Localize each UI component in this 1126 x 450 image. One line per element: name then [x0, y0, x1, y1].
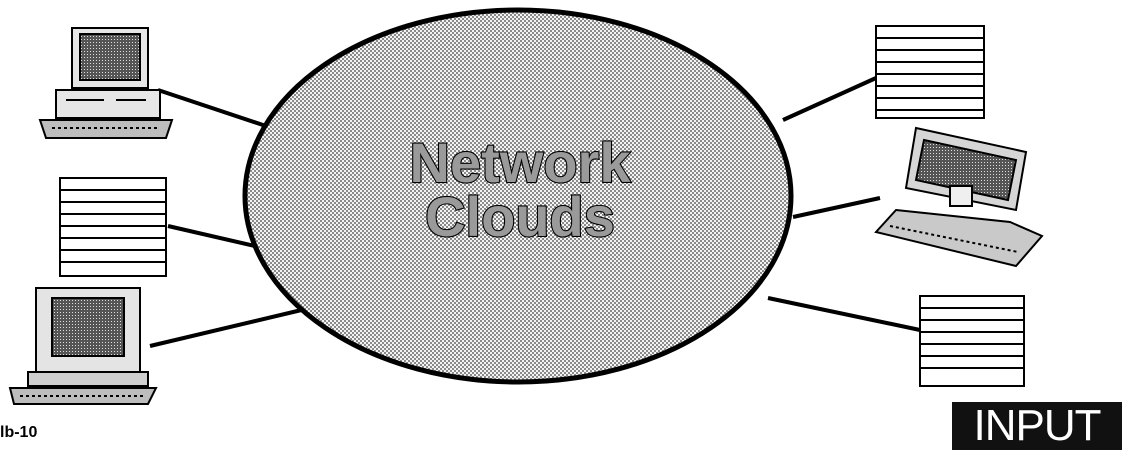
- terminal-icon: [875, 25, 985, 119]
- link-terminal-left: [167, 224, 256, 248]
- cloud-label-line1: Network: [410, 131, 632, 194]
- link-terminal-bottom-right: [767, 296, 921, 332]
- link-terminal-top-right: [782, 76, 877, 122]
- link-laptop-right: [792, 196, 881, 219]
- link-workstation-top-left: [157, 88, 273, 130]
- cloud-label-line2: Clouds: [425, 185, 615, 248]
- connection-lines: [149, 76, 921, 348]
- portable-computer-icon: [874, 126, 1044, 268]
- terminal-icon: [59, 177, 167, 277]
- input-logo: INPUT: [952, 402, 1122, 450]
- network-cloud: [242, 7, 794, 385]
- link-pc-bottom-left: [149, 306, 311, 348]
- terminal-icon: [919, 295, 1025, 387]
- desktop-computer-icon: [8, 287, 158, 405]
- workstation-icon: [38, 27, 174, 139]
- figure-id: lb-10: [0, 424, 38, 441]
